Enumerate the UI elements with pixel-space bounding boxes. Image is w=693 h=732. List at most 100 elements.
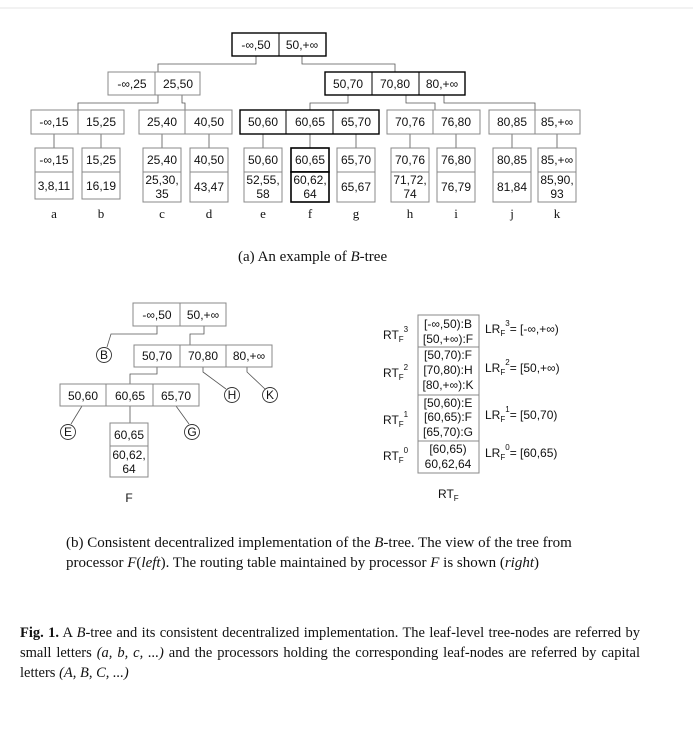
leaf-keys: 60,62, (112, 448, 145, 462)
node-key: 60,65 (295, 115, 325, 129)
leaf-keys: 35 (155, 187, 169, 201)
tree-a-level3-node: 70,76 76,80 (386, 109, 481, 135)
leaf-f: 60,65 60,62, 64 f (290, 147, 330, 221)
lr-label: LRF2= [50,+∞) (485, 358, 560, 377)
node-key: 80,+∞ (233, 349, 265, 363)
node-key: 50,60 (248, 115, 278, 129)
rt-entry: [80,+∞):K (423, 378, 474, 392)
processor-k-circle: K (262, 387, 278, 403)
node-key: -∞,50 (142, 308, 172, 322)
leaf-keys: 85,90, (540, 173, 573, 187)
leaf-letter: i (454, 206, 458, 221)
tree-b-leaf-node: 60,65 60,62, 64 (109, 422, 149, 478)
caption-b: (b) Consistent decentralized implementat… (66, 535, 572, 571)
leaf-letter: h (407, 206, 414, 221)
leaf-range: 50,60 (248, 153, 278, 167)
leaf-letter: e (260, 206, 266, 221)
leaf-letter: g (353, 206, 360, 221)
leaf-letter: k (554, 206, 561, 221)
leaf-range: 70,76 (395, 153, 425, 167)
leaf-h: 70,76 71,72, 74 h (390, 147, 430, 221)
leaf-g: 65,70 65,67 g (336, 147, 376, 221)
leaf-letter: f (308, 206, 313, 221)
node-key: 70,80 (188, 349, 218, 363)
leaf-e: 50,60 52,55, 58 e (243, 147, 283, 221)
rt-level-label: RTF3 (383, 325, 409, 344)
leaf-b: 15,25 16,19 b (81, 147, 121, 221)
node-key: 50,+∞ (286, 38, 318, 52)
tree-b-edges (70, 326, 266, 425)
leaf-keys: 52,55, (246, 173, 279, 187)
node-key: 65,70 (341, 115, 371, 129)
node-key: 15,25 (86, 115, 116, 129)
node-key: -∞,50 (241, 38, 271, 52)
node-key: 50,70 (142, 349, 172, 363)
leaf-letter: a (51, 206, 57, 221)
tree-a-level3-node: 80,85 85,+∞ (488, 109, 581, 135)
svg-text:G: G (187, 425, 196, 439)
rt-entry: [70,80):H (423, 363, 472, 377)
tree-b-root-node: -∞,50 50,+∞ (132, 302, 227, 327)
processor-b-circle: B (96, 347, 112, 363)
node-key: 25,40 (147, 115, 177, 129)
leaf-keys: 64 (122, 462, 136, 476)
lr-label: LRF0= [60,65) (485, 443, 557, 462)
routing-table: [-∞,50):B [50,+∞):F [50,70):F [70,80):H … (383, 314, 560, 503)
leaf-range: 80,85 (497, 153, 527, 167)
leaf-a: -∞,15 3,8,11 a (34, 147, 74, 221)
leaf-keys: 64 (303, 187, 317, 201)
svg-text:K: K (266, 388, 274, 402)
leaf-range: 65,70 (341, 153, 371, 167)
leaf-range: -∞,15 (39, 153, 69, 167)
node-key: 70,80 (380, 77, 410, 91)
btree-figure: -∞,50 50,+∞ -∞,25 25,50 50,70 70,80 80,+… (0, 7, 693, 505)
leaf-range: 60,65 (114, 428, 144, 442)
leaf-j: 80,85 81,84 j (492, 147, 532, 221)
svg-text:E: E (64, 425, 72, 439)
node-key: 50,60 (68, 389, 98, 403)
leaf-keys: 65,67 (341, 180, 371, 194)
rt-entry: [60,65) (429, 442, 466, 456)
leaf-range: 25,40 (147, 153, 177, 167)
caption-a: (a) An example of B-tree (238, 249, 388, 265)
svg-text:B: B (100, 348, 108, 362)
leaf-letter: j (509, 206, 514, 221)
node-key: 80,85 (497, 115, 527, 129)
lr-label: LRF3= [-∞,+∞) (485, 319, 559, 338)
rt-level-label: RTF1 (383, 410, 409, 429)
node-key: 70,76 (395, 115, 425, 129)
rt-entry: 60,62,64 (425, 457, 472, 471)
node-key: 50,+∞ (187, 308, 219, 322)
leaf-keys: 76,79 (441, 180, 471, 194)
node-key: -∞,15 (39, 115, 69, 129)
leaf-keys: 3,8,11 (38, 179, 71, 193)
node-key: 85,+∞ (541, 115, 573, 129)
leaf-keys: 58 (256, 187, 270, 201)
node-key: 25,50 (163, 77, 193, 91)
node-key: 40,50 (194, 115, 224, 129)
leaf-i: 76,80 76,79 i (436, 147, 476, 221)
figure-caption: Fig. 1. A B-tree and its consistent dece… (20, 625, 641, 681)
node-key: 60,65 (115, 389, 145, 403)
rt-level-label: RTF2 (383, 363, 409, 382)
leaf-keys: 71,72, (393, 173, 426, 187)
leaf-letter: b (98, 206, 105, 221)
node-key: 50,70 (333, 77, 363, 91)
leaf-range: 60,65 (295, 153, 325, 167)
processor-h-circle: H (224, 387, 240, 403)
svg-text:H: H (228, 388, 237, 402)
lr-label: LRF1= [50,70) (485, 405, 557, 424)
rt-level-label: RTF0 (383, 446, 409, 465)
tree-a-level2-right-node: 50,70 70,80 80,+∞ (324, 71, 466, 96)
node-key: -∞,25 (117, 77, 147, 91)
rt-entry: [-∞,50):B (424, 317, 472, 331)
leaf-letter: c (159, 206, 165, 221)
leaf-d: 40,50 43,47 d (189, 147, 229, 221)
leaf-keys: 93 (550, 187, 564, 201)
rt-entry: [50,70):F (424, 348, 472, 362)
leaf-keys: 81,84 (497, 180, 527, 194)
rt-entry: [50,+∞):F (423, 332, 473, 346)
leaf-keys: 60,62, (293, 173, 326, 187)
rt-entry: [60,65):F (424, 410, 472, 424)
tree-a-level3-node: 50,60 60,65 65,70 (239, 109, 380, 135)
